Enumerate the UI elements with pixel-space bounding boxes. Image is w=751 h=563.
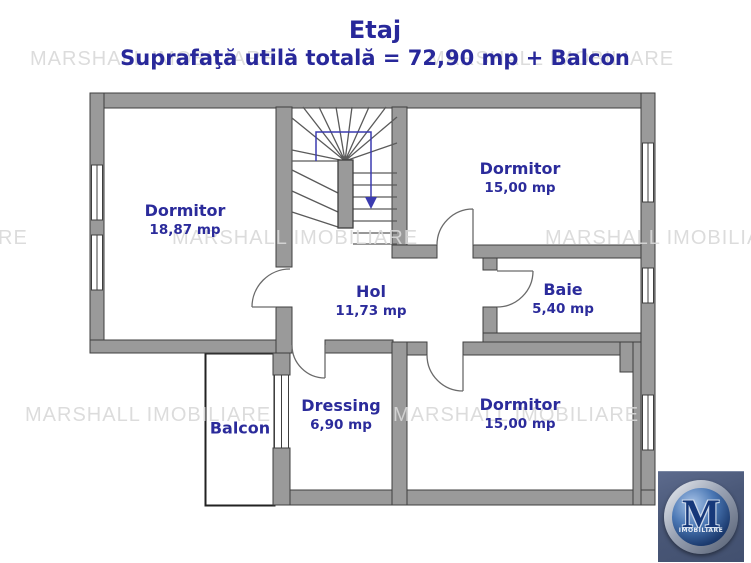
stairs-down-arrow: [315, 131, 377, 209]
room-name: Dressing: [301, 395, 381, 415]
page-title: Etaj: [348, 16, 402, 44]
door-dormitor3: [426, 354, 464, 392]
room-area: 15,00 mp: [484, 415, 556, 432]
door-dormitor2: [436, 208, 474, 246]
balcony-outline: [204, 352, 276, 507]
wall-dormitor3-top-right: [462, 341, 634, 356]
door-dormitor1: [251, 268, 291, 308]
doors: [251, 208, 534, 392]
logo-letter: M: [682, 491, 720, 536]
room-area: 11,73 mp: [335, 302, 407, 319]
stairs-newel-wall: [337, 159, 354, 229]
door-baie: [496, 270, 534, 308]
wall-hol-dormitor2-left: [391, 244, 438, 259]
room-label-dormitor2: Dormitor 15,00 mp: [480, 159, 561, 197]
wall-dormitor3-top-left: [406, 341, 428, 356]
wall-dormitor3-east-strip: [632, 341, 642, 506]
wall-dormitor1-east: [275, 106, 293, 268]
wall-left: [89, 92, 105, 354]
room-name: Baie: [543, 279, 583, 299]
room-area: 15,00 mp: [484, 179, 556, 196]
room-area: 18,87 mp: [149, 221, 221, 238]
page-subtitle: Suprafaţă utilă totală = 72,90 mp + Balc…: [120, 46, 630, 70]
wall-bottom: [289, 489, 656, 506]
wall-stairwell-east: [391, 106, 408, 259]
room-area: 5,40 mp: [532, 300, 594, 317]
wall-dressing-west-lower: [272, 447, 291, 506]
room-label-balcon: Balcon: [209, 418, 271, 438]
room-label-dormitor1: Dormitor 18,87 mp: [145, 201, 226, 239]
agency-logo: M IMOBILIARE: [658, 471, 744, 562]
room-label-dormitor3: Dormitor 15,00 mp: [480, 395, 561, 433]
wall-top: [89, 92, 656, 109]
room-name: Dormitor: [144, 200, 226, 220]
wall-baie-west-upper: [482, 257, 498, 271]
room-label-dressing: Dressing 6,90 mp: [301, 396, 380, 434]
wall-dressing-west-upper: [272, 352, 291, 376]
room-label-baie: Baie 5,40 mp: [532, 280, 594, 318]
logo-caption: IMOBILIARE: [678, 527, 724, 534]
room-name: Hol: [356, 281, 386, 301]
door-dressing: [291, 344, 326, 379]
staircase: [291, 106, 398, 245]
room-name: Dormitor: [479, 394, 561, 414]
logo-ring: M IMOBILIARE: [664, 480, 738, 554]
wall-dressing-top: [324, 339, 394, 354]
logo-badge: M IMOBILIARE: [672, 488, 730, 546]
room-name: Dormitor: [479, 158, 561, 178]
room-label-hol: Hol 11,73 mp: [335, 282, 406, 320]
windows: [91, 142, 654, 451]
wall-bottom-left: [89, 339, 293, 354]
wall-dormitor1-east-lower: [275, 306, 293, 354]
wall-dressing-east: [391, 341, 408, 506]
wall-hol-dormitor2-right: [472, 244, 642, 259]
room-area: 6,90 mp: [310, 416, 372, 433]
